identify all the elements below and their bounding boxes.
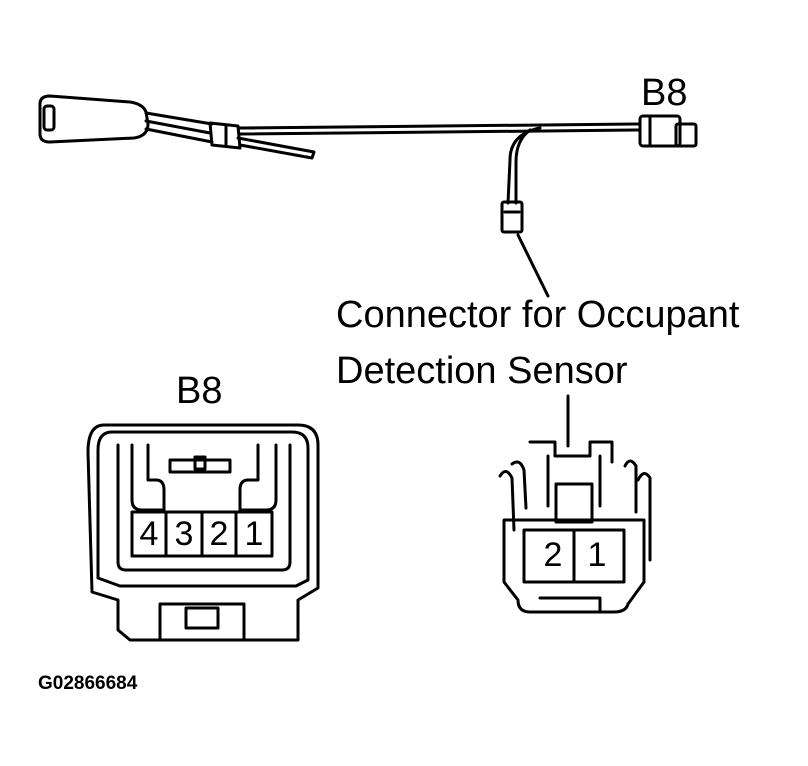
left-pin-3: 3 (174, 515, 194, 553)
top-connector-label: B8 (641, 72, 688, 114)
left-pin-2: 2 (209, 515, 229, 553)
sensor-connector-face-outline (498, 440, 652, 614)
right-pin-1: 1 (587, 536, 607, 574)
callout-line-2: Detection Sensor (336, 350, 628, 392)
figure-id: G02866684 (38, 673, 138, 694)
buckle-switch (38, 94, 316, 160)
main-wire (238, 122, 642, 136)
left-connector-label: B8 (176, 370, 223, 412)
left-pin-1: 1 (244, 515, 264, 553)
sensor-plug (500, 200, 524, 234)
b8-connector-face-outline (86, 423, 320, 642)
left-pin-4: 4 (139, 515, 159, 553)
right-pin-2: 2 (543, 536, 563, 574)
b8-harness-connector (638, 114, 698, 148)
branch-wire (506, 126, 542, 205)
callout-line-1: Connector for Occupant (336, 294, 740, 336)
callout-leader (516, 233, 550, 298)
